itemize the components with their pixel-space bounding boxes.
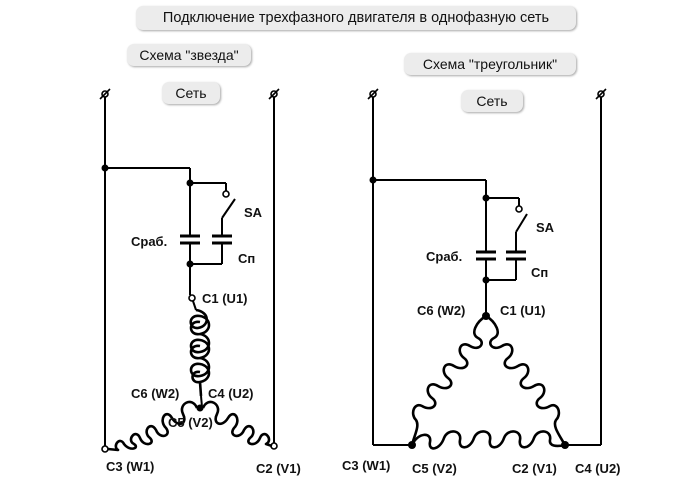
triangle-label-c6: C6 (W2) [417, 303, 465, 318]
triangle-switch-sa [515, 213, 528, 233]
star-label-c4: C4 (U2) [208, 386, 254, 401]
star-label-c2: C2 (V1) [256, 461, 301, 476]
star-winding-v [201, 400, 273, 448]
triangle-node-top [482, 312, 490, 320]
star-terminal-c1 [188, 294, 196, 302]
star-scheme-label: Схема "звезда" [127, 44, 251, 66]
star-label-sa: SA [244, 205, 263, 220]
triangle-label-c3: C3 (W1) [342, 458, 390, 473]
star-junction-left [101, 164, 109, 172]
star-capacitor-start [212, 234, 232, 245]
star-switch-contact [222, 190, 230, 198]
star-winding-w [107, 400, 199, 452]
triangle-scheme: SA Сраб. Сп C6 (W2) C1 (U1) C3 (W1) C5 (… [342, 88, 621, 476]
diagram-title: Подключение трехфазного двигателя в одно… [136, 6, 576, 30]
triangle-winding-left [410, 314, 487, 446]
star-junction-bottom [186, 260, 194, 268]
star-label-c5: C5 (V2) [168, 415, 213, 430]
star-label-c1: C1 (U1) [202, 291, 248, 306]
triangle-junction-left [369, 176, 377, 184]
triangle-node-left [408, 441, 416, 449]
star-neutral-point [196, 404, 204, 412]
triangle-capacitor-start [506, 250, 526, 261]
star-switch-sa [221, 198, 236, 219]
triangle-scheme-label: Схема "треугольник" [404, 53, 576, 75]
star-network-label: Сеть [162, 82, 220, 104]
triangle-network-label: Сеть [461, 90, 523, 112]
triangle-label-c-start: Сп [531, 265, 548, 280]
triangle-label-c1: C1 (U1) [500, 303, 546, 318]
triangle-label-sa: SA [536, 220, 555, 235]
star-label-c3: C3 (W1) [106, 459, 154, 474]
triangle-label-c2: C2 (V1) [512, 461, 557, 476]
triangle-capacitor-work [476, 250, 496, 261]
star-label-c-start: Сп [238, 251, 255, 266]
triangle-node-right [561, 441, 569, 449]
triangle-winding-right [485, 314, 567, 446]
star-scheme: SA Сраб. Сп C1 (U1) C6 (W2) C4 (U2) C5 (… [99, 88, 301, 476]
star-label-c-work: Сраб. [131, 234, 167, 249]
triangle-label-c-work: Сраб. [426, 249, 462, 264]
star-label-c6: C6 (W2) [131, 386, 179, 401]
star-terminal-c3 [101, 445, 109, 453]
triangle-label-c5: C5 (V2) [412, 461, 457, 476]
star-winding-u [189, 308, 211, 397]
star-capacitor-work [180, 234, 200, 245]
triangle-winding-bottom [410, 430, 566, 450]
triangle-label-c4: C4 (U2) [575, 461, 621, 476]
triangle-switch-contact [515, 205, 523, 213]
triangle-junction-bottom [482, 276, 490, 284]
